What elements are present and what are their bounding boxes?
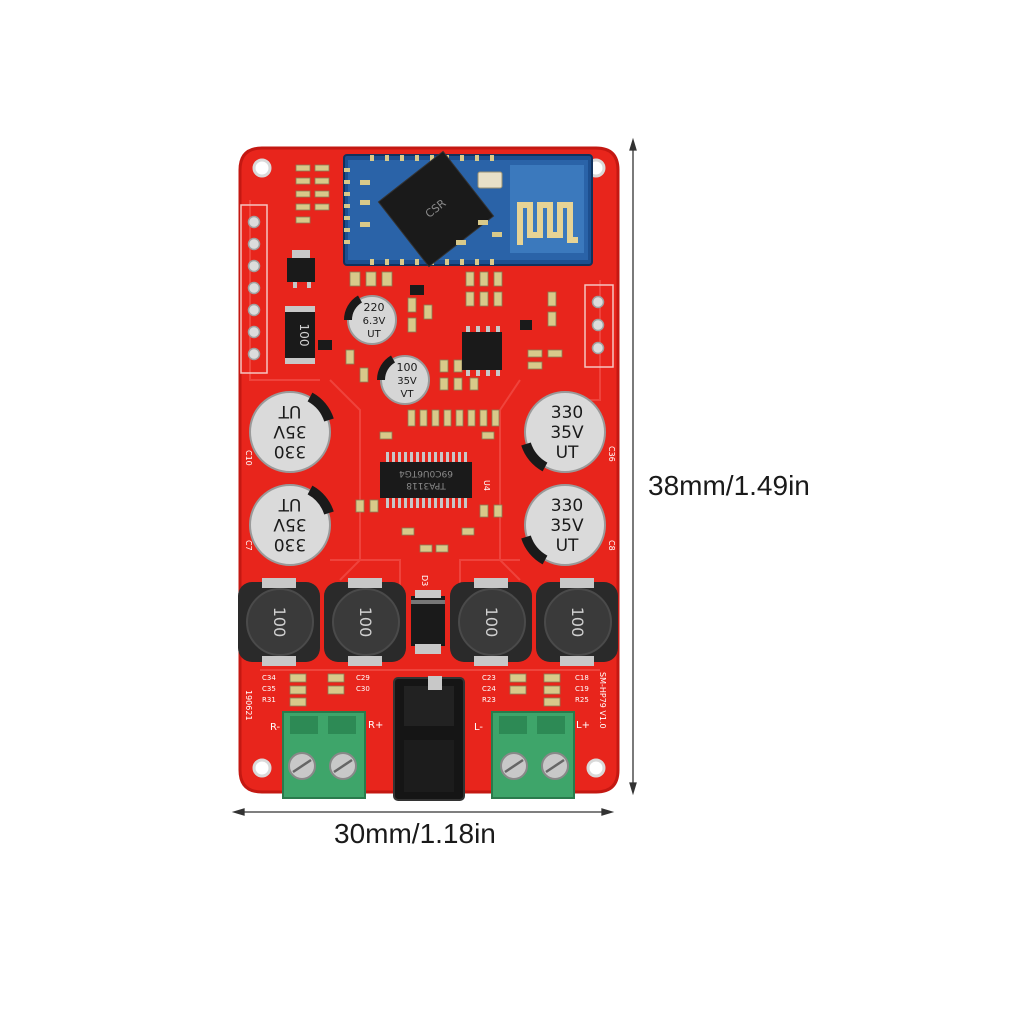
inductor-1: 100 bbox=[238, 578, 320, 666]
silk-r23: R23 bbox=[482, 696, 496, 704]
cap-330-tr-voltage: 35V bbox=[550, 423, 584, 443]
cap-330-tl-voltage: 35V bbox=[273, 421, 307, 441]
bluetooth-module: CSR bbox=[343, 150, 593, 268]
silk-c23: C23 bbox=[482, 674, 496, 682]
smd-components-top bbox=[295, 164, 563, 391]
silk-c8: C8 bbox=[607, 540, 616, 551]
cap-220-brand: UT bbox=[367, 329, 381, 340]
silk-r25: R25 bbox=[575, 696, 589, 704]
tpa3118-amplifier-chip: TPA3118 69C0U6TG4 bbox=[380, 452, 472, 508]
resistor-marking: 100 bbox=[297, 324, 311, 347]
silk-c30: C30 bbox=[356, 685, 370, 693]
cap-330-br-brand: UT bbox=[556, 536, 579, 556]
capacitor-330uF-bottom-left: 330 35V UT bbox=[249, 484, 334, 566]
cap-330-bl-voltage: 35V bbox=[273, 514, 307, 534]
cap-220-voltage: 6.3V bbox=[363, 316, 386, 327]
cap-220-value: 220 bbox=[364, 301, 385, 314]
width-dimension-line bbox=[231, 808, 615, 816]
silk-model: SM-HP79 V1.0 bbox=[598, 672, 607, 729]
left-header-pins bbox=[240, 204, 268, 374]
amp-chip-lot: 69C0U6TG4 bbox=[399, 468, 453, 478]
silk-c19: C19 bbox=[575, 685, 589, 693]
inductor-4: 100 bbox=[536, 578, 618, 666]
silk-date: 190621 bbox=[244, 690, 253, 721]
silk-c10: C10 bbox=[244, 450, 253, 466]
inductor-1-label: 100 bbox=[270, 607, 289, 638]
csr-chip: CSR bbox=[377, 150, 495, 268]
silk-r31: R31 bbox=[262, 696, 276, 704]
power-resistor: 100 bbox=[285, 306, 315, 364]
inductor-2: 100 bbox=[324, 578, 406, 666]
right-header-pins bbox=[584, 284, 614, 368]
silk-c7: C7 bbox=[244, 540, 253, 551]
width-dimension-label: 30mm/1.18in bbox=[334, 818, 496, 849]
silk-d3: D3 bbox=[420, 575, 429, 586]
capacitor-330uF-bottom-right: 330 35V UT bbox=[521, 484, 606, 566]
inductor-3-label: 100 bbox=[482, 607, 501, 638]
cap-100-voltage: 35V bbox=[397, 376, 417, 387]
inductor-2-label: 100 bbox=[356, 607, 375, 638]
diode bbox=[411, 590, 445, 654]
silk-c36: C36 bbox=[607, 446, 616, 462]
pcb-board: CSR bbox=[238, 146, 620, 801]
capacitor-100uF: 100 35V VT bbox=[376, 355, 430, 405]
cap-330-tl-value: 330 bbox=[274, 441, 306, 461]
capacitor-220uF: 220 6.3V UT bbox=[343, 295, 397, 345]
voltage-regulator bbox=[287, 250, 315, 288]
cap-330-tr-brand: UT bbox=[556, 443, 579, 463]
speaker-terminal-right bbox=[282, 711, 366, 799]
silk-c29: C29 bbox=[356, 674, 370, 682]
speaker-terminal-left bbox=[491, 711, 575, 799]
amp-chip-part-number: TPA3118 bbox=[406, 480, 447, 490]
cap-330-tl-brand: UT bbox=[278, 401, 301, 421]
silk-l-minus: L- bbox=[474, 722, 483, 733]
cap-330-bl-brand: UT bbox=[278, 494, 301, 514]
silk-c34: C34 bbox=[262, 674, 276, 682]
op-amp-chip bbox=[462, 326, 502, 376]
capacitor-330uF-top-right: 330 35V UT bbox=[521, 391, 606, 473]
cap-330-br-voltage: 35V bbox=[550, 516, 584, 536]
height-dimension-line bbox=[629, 137, 637, 796]
silk-l-plus: L+ bbox=[576, 720, 590, 731]
cap-330-bl-value: 330 bbox=[274, 534, 306, 554]
silk-c18: C18 bbox=[575, 674, 589, 682]
silk-r-minus: R- bbox=[270, 722, 281, 733]
cap-100-value: 100 bbox=[397, 361, 418, 374]
dc-power-jack bbox=[393, 676, 465, 801]
height-dimension-label: 38mm/1.49in bbox=[648, 470, 810, 501]
silk-u4: U4 bbox=[482, 480, 491, 491]
cap-100-brand: VT bbox=[401, 389, 415, 400]
cap-330-tr-value: 330 bbox=[551, 403, 583, 423]
inductor-3: 100 bbox=[450, 578, 532, 666]
silk-c35: C35 bbox=[262, 685, 276, 693]
silk-c24: C24 bbox=[482, 685, 496, 693]
inductor-4-label: 100 bbox=[568, 607, 587, 638]
antenna-trace bbox=[510, 165, 584, 253]
cap-330-br-value: 330 bbox=[551, 496, 583, 516]
capacitor-330uF-top-left: 330 35V UT bbox=[249, 391, 334, 473]
silk-r-plus: R+ bbox=[368, 720, 383, 731]
